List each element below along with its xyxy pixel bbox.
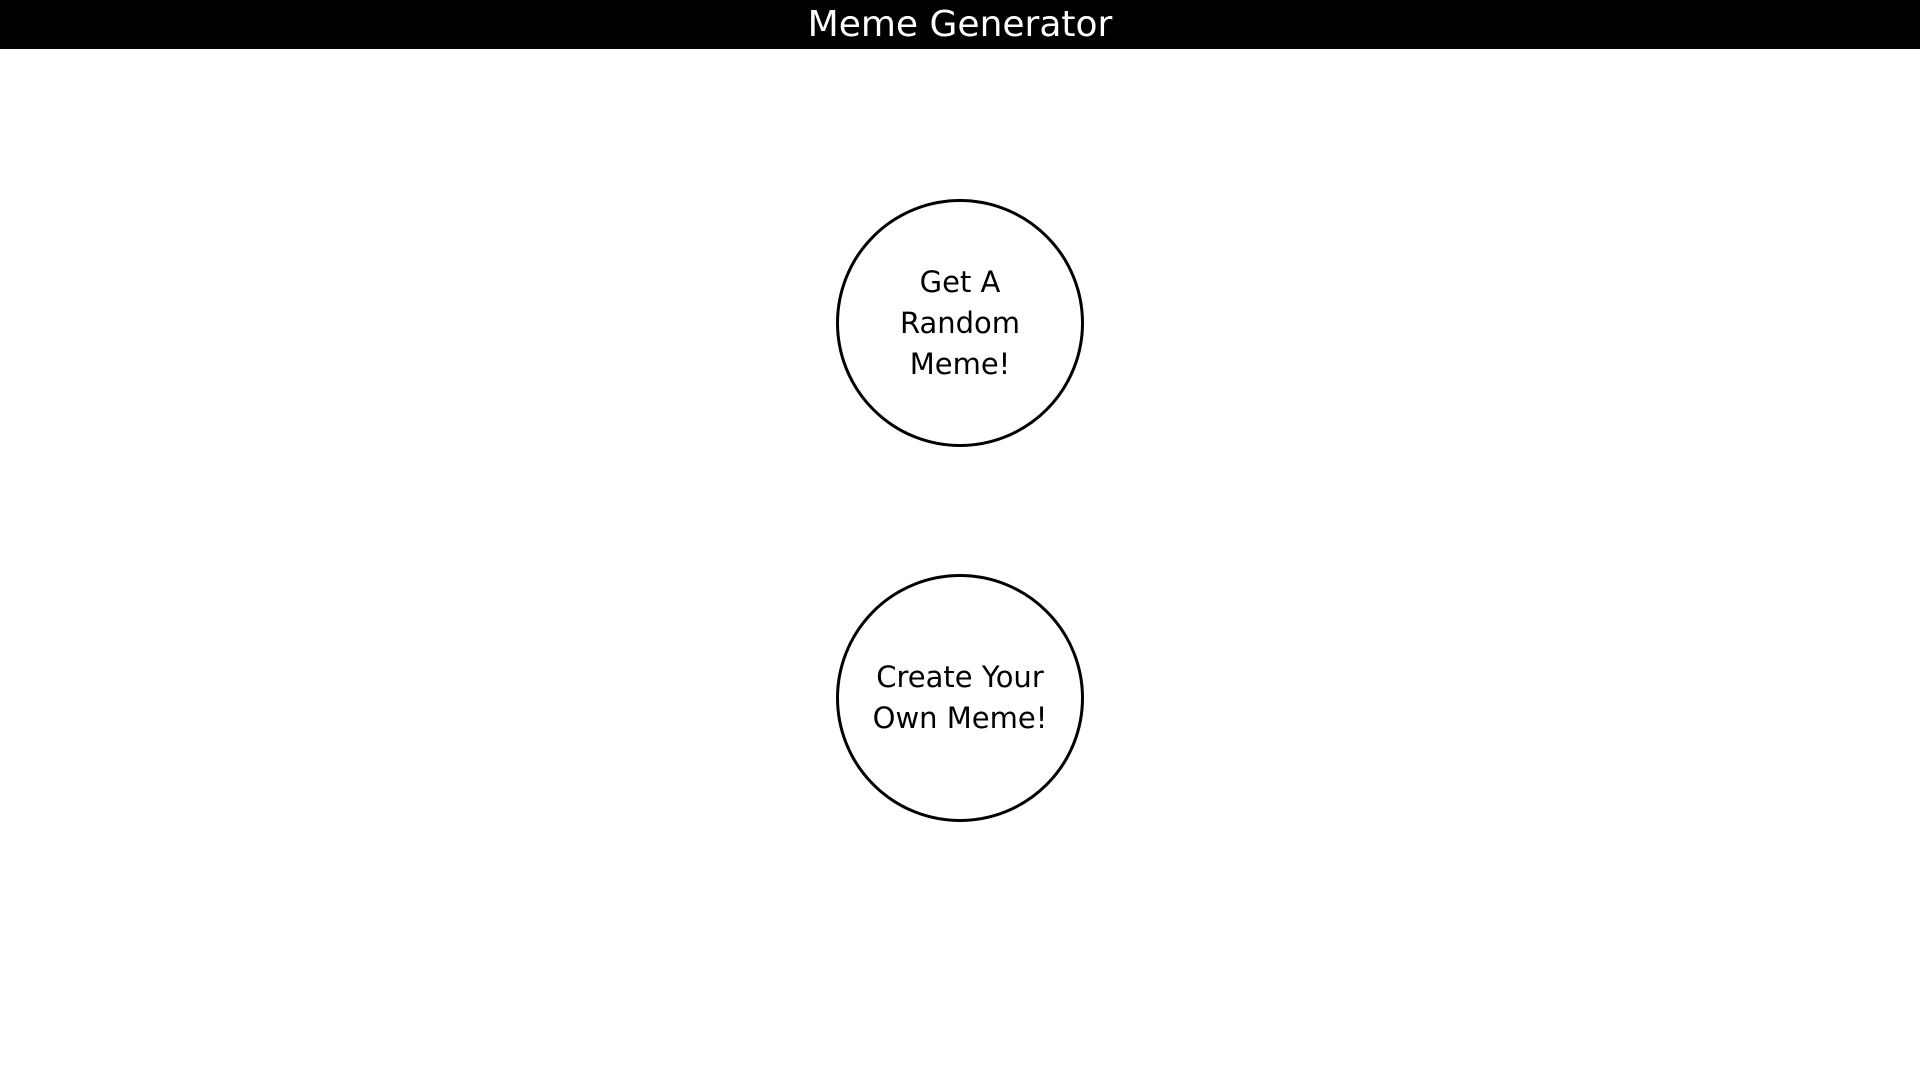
page-title: Meme Generator [807,3,1113,45]
app-header: Meme Generator [0,0,1920,49]
random-meme-button-label: Get A Random Meme! [899,264,1021,381]
random-meme-button[interactable]: Get A Random Meme! [836,199,1084,447]
create-meme-button[interactable]: Create Your Own Meme! [836,574,1084,822]
create-meme-button-label: Create Your Own Meme! [872,660,1048,735]
